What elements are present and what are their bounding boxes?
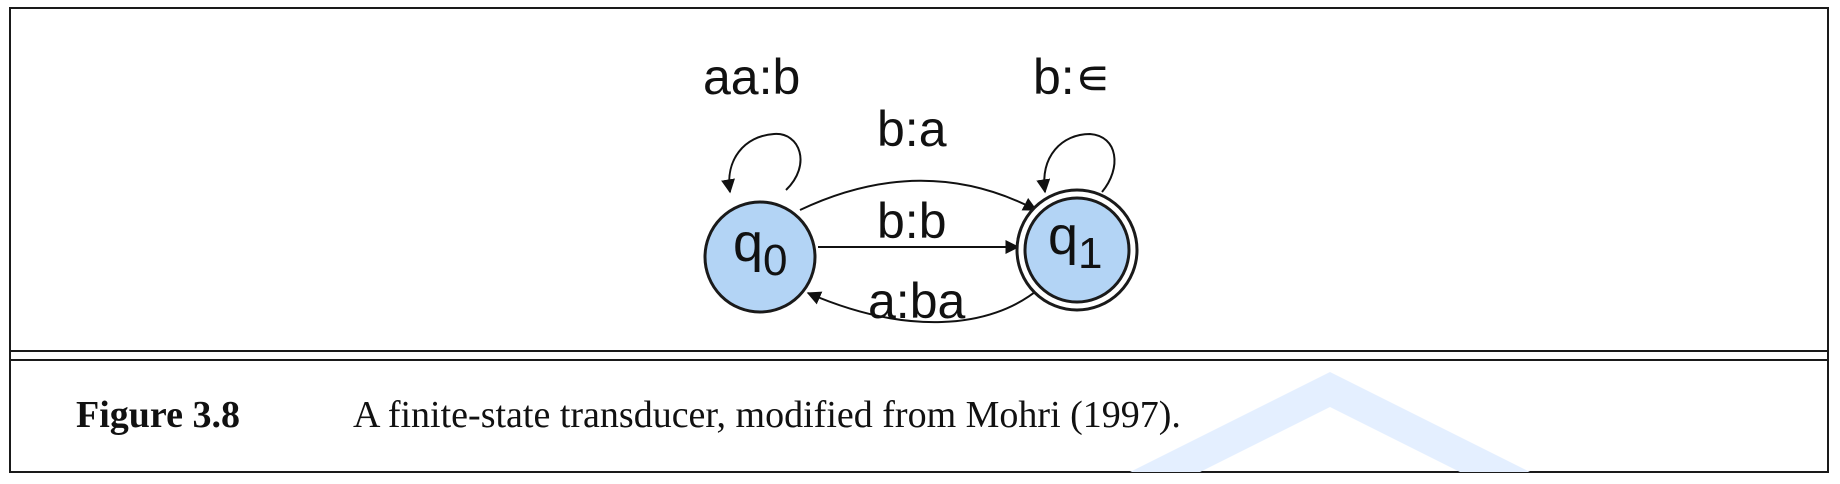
edge-label-a-ba: a:ba xyxy=(868,273,966,329)
watermark-chevron xyxy=(1130,372,1530,472)
self-loop-q1 xyxy=(1036,132,1116,194)
edge-label-aa-b: aa:b xyxy=(703,49,800,105)
edge-label-b-b: b:b xyxy=(877,193,947,249)
edge-label-b-epsilon: b:∊ xyxy=(1033,49,1111,105)
figure-caption: Figure 3.8 A finite-state transducer, mod… xyxy=(76,393,1181,453)
state-q1 xyxy=(1023,196,1131,304)
state-q0-label: q0 xyxy=(733,213,788,285)
state-q0 xyxy=(703,200,817,314)
self-loop-q0 xyxy=(721,132,802,194)
figure-caption-text: A finite-state transducer, modified from… xyxy=(353,394,1181,436)
figure-frame xyxy=(9,7,1829,473)
caption-divider-bottom xyxy=(9,359,1829,361)
edge-q1-q0-lower xyxy=(806,287,1041,324)
edge-label-b-a: b:a xyxy=(877,101,947,157)
state-q1-subscript: 1 xyxy=(1078,229,1102,278)
state-q0-subscript: 0 xyxy=(763,236,787,285)
caption-divider-top xyxy=(9,350,1829,352)
state-q0-base: q xyxy=(733,213,763,273)
figure-number: Figure 3.8 xyxy=(76,394,240,436)
fst-diagram: q0 q1 aa:b b:∊ b:a b:b a:ba xyxy=(703,49,1139,329)
edge-q0-q1-upper xyxy=(799,179,1038,211)
state-q1-label: q1 xyxy=(1048,206,1103,278)
state-q1-base: q xyxy=(1048,206,1078,266)
